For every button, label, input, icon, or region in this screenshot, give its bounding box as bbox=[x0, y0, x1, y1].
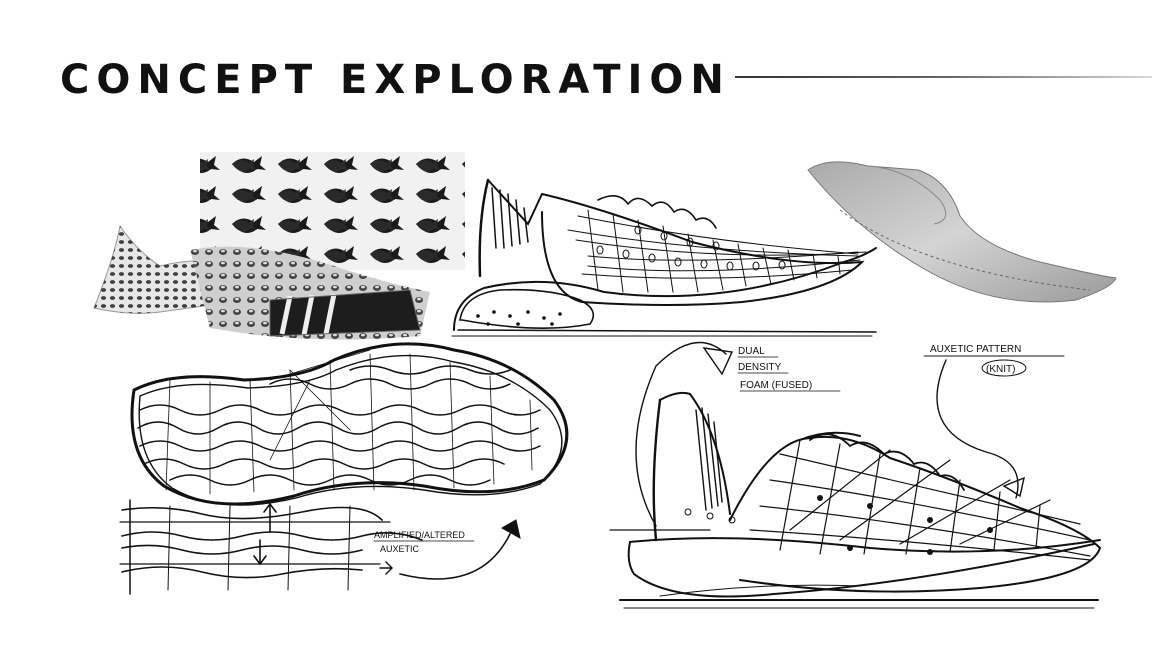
foam-note-line1: DUAL bbox=[738, 346, 765, 357]
knit-note-line1: AUXETIC PATTERN bbox=[930, 344, 1021, 355]
sole-render bbox=[807, 161, 1117, 303]
wave-mesh-sketch: AMPLIFIED/ALTERED AUXETIC bbox=[119, 342, 569, 595]
foam-note-line2: DENSITY bbox=[738, 362, 782, 373]
fish-pattern-collage bbox=[93, 152, 465, 340]
knit-note-line2: (KNIT) bbox=[986, 364, 1015, 375]
slide-title: CONCEPT EXPLORATION bbox=[60, 57, 731, 103]
wave-note-line1: AMPLIFIED/ALTERED bbox=[374, 530, 465, 540]
foam-note-line3: FOAM (FUSED) bbox=[740, 380, 812, 391]
shoe-sketch-top bbox=[451, 178, 877, 337]
shoe-sketch-bottom: DUAL DENSITY FOAM (FUSED) AUXETIC PATTER… bbox=[609, 341, 1102, 609]
wave-note-line2: AUXETIC bbox=[380, 544, 420, 554]
title-divider bbox=[735, 76, 1152, 78]
